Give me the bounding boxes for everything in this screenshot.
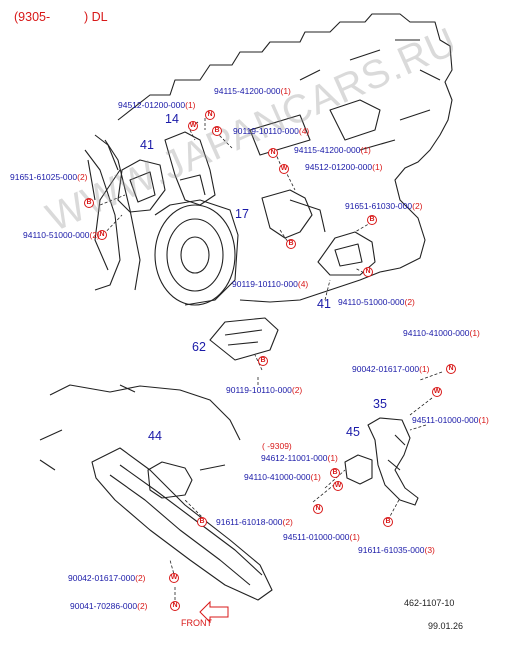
callout-17[interactable]: 17 xyxy=(235,207,249,221)
model-code: (9305- xyxy=(14,10,51,24)
bolt-symbol: B xyxy=(84,198,94,208)
callout-44[interactable]: 44 xyxy=(148,429,162,443)
bolt-symbol: B xyxy=(258,356,268,366)
part-label[interactable]: 90119-10110-000(2) xyxy=(226,385,303,395)
diagram-date: 99.01.26 xyxy=(428,621,464,631)
part-label[interactable]: 94110-51000-000(2) xyxy=(338,297,415,307)
nut-symbol: N xyxy=(363,267,373,277)
callout-45[interactable]: 45 xyxy=(346,425,360,439)
callout-41-left[interactable]: 41 xyxy=(140,138,154,152)
bolt-symbol: B xyxy=(197,517,207,527)
part-label[interactable]: 90119-10110-000(4) xyxy=(233,126,310,136)
part-label[interactable]: 94110-41000-000(1) xyxy=(244,472,321,482)
left-engine-mount xyxy=(117,159,166,213)
part-label[interactable]: 94115-41200-000(1) xyxy=(294,145,371,155)
part-label[interactable]: 90042-01617-000(2) xyxy=(68,573,146,583)
part-label[interactable]: 91651-61025-000(2) xyxy=(10,172,88,182)
bracket-17 xyxy=(261,189,313,239)
rear-mount-44 xyxy=(147,461,193,499)
part-label[interactable]: 90119-10110-000(4) xyxy=(232,279,309,289)
part-label[interactable]: 94511-01000-000(1) xyxy=(283,532,360,542)
callout-14[interactable]: 14 xyxy=(165,112,179,126)
front-arrow xyxy=(199,600,229,624)
washer-symbol: W xyxy=(432,387,442,397)
right-engine-mount xyxy=(317,231,376,276)
bracket-14 xyxy=(164,131,216,206)
transmission-outline xyxy=(39,384,241,471)
bolt-symbol: B xyxy=(286,239,296,249)
washer-symbol: W xyxy=(333,481,343,491)
part-label[interactable]: 91611-61035-000(3) xyxy=(358,545,435,555)
washer-symbol: W xyxy=(188,121,198,131)
bolt-symbol: B xyxy=(212,126,222,136)
part-label[interactable]: 94110-41000-000(1) xyxy=(403,328,480,338)
bracket-35 xyxy=(367,417,419,506)
washer-symbol: W xyxy=(279,164,289,174)
bolt-symbol: B xyxy=(330,468,340,478)
callout-62[interactable]: 62 xyxy=(192,340,206,354)
nut-symbol: N xyxy=(205,110,215,120)
part-label[interactable]: 94512-01200-000(1) xyxy=(305,162,383,172)
date-range-note: ( -9309) xyxy=(262,441,292,451)
callout-41-right[interactable]: 41 xyxy=(317,297,331,311)
insulator-45 xyxy=(344,454,373,485)
nut-symbol: N xyxy=(313,504,323,514)
washer-symbol: W xyxy=(169,573,179,583)
callout-35[interactable]: 35 xyxy=(373,397,387,411)
engine-outline xyxy=(117,13,453,303)
part-label[interactable]: 94115-41200-000(1) xyxy=(214,86,291,96)
part-label[interactable]: 91611-61018-000(2) xyxy=(216,517,293,527)
front-label: FRONT xyxy=(181,618,212,628)
part-label[interactable]: 94612-11001-000(1) xyxy=(261,453,338,463)
part-label[interactable]: 94512-01200-000(1) xyxy=(118,100,196,110)
part-label[interactable]: 90041-70286-000(2) xyxy=(70,601,148,611)
part-label[interactable]: 94511-01000-000(1) xyxy=(412,415,489,425)
bracket-62 xyxy=(209,317,279,361)
diagram-number: 462-1107-10 xyxy=(404,598,455,608)
crossmember xyxy=(91,447,273,601)
part-label[interactable]: 91651-61030-000(2) xyxy=(345,201,423,211)
part-label[interactable]: 94110-51000-000(2) xyxy=(23,230,100,240)
bolt-symbol: B xyxy=(383,517,393,527)
nut-symbol: N xyxy=(170,601,180,611)
bolt-symbol: B xyxy=(367,215,377,225)
nut-symbol: N xyxy=(446,364,456,374)
part-label[interactable]: 90042-01617-000(1) xyxy=(352,364,430,374)
model-variant: ) DL xyxy=(84,10,108,24)
alternator-pulley xyxy=(154,204,236,306)
fan-blades xyxy=(84,139,141,291)
nut-symbol: N xyxy=(268,148,278,158)
nut-symbol: N xyxy=(97,230,107,240)
